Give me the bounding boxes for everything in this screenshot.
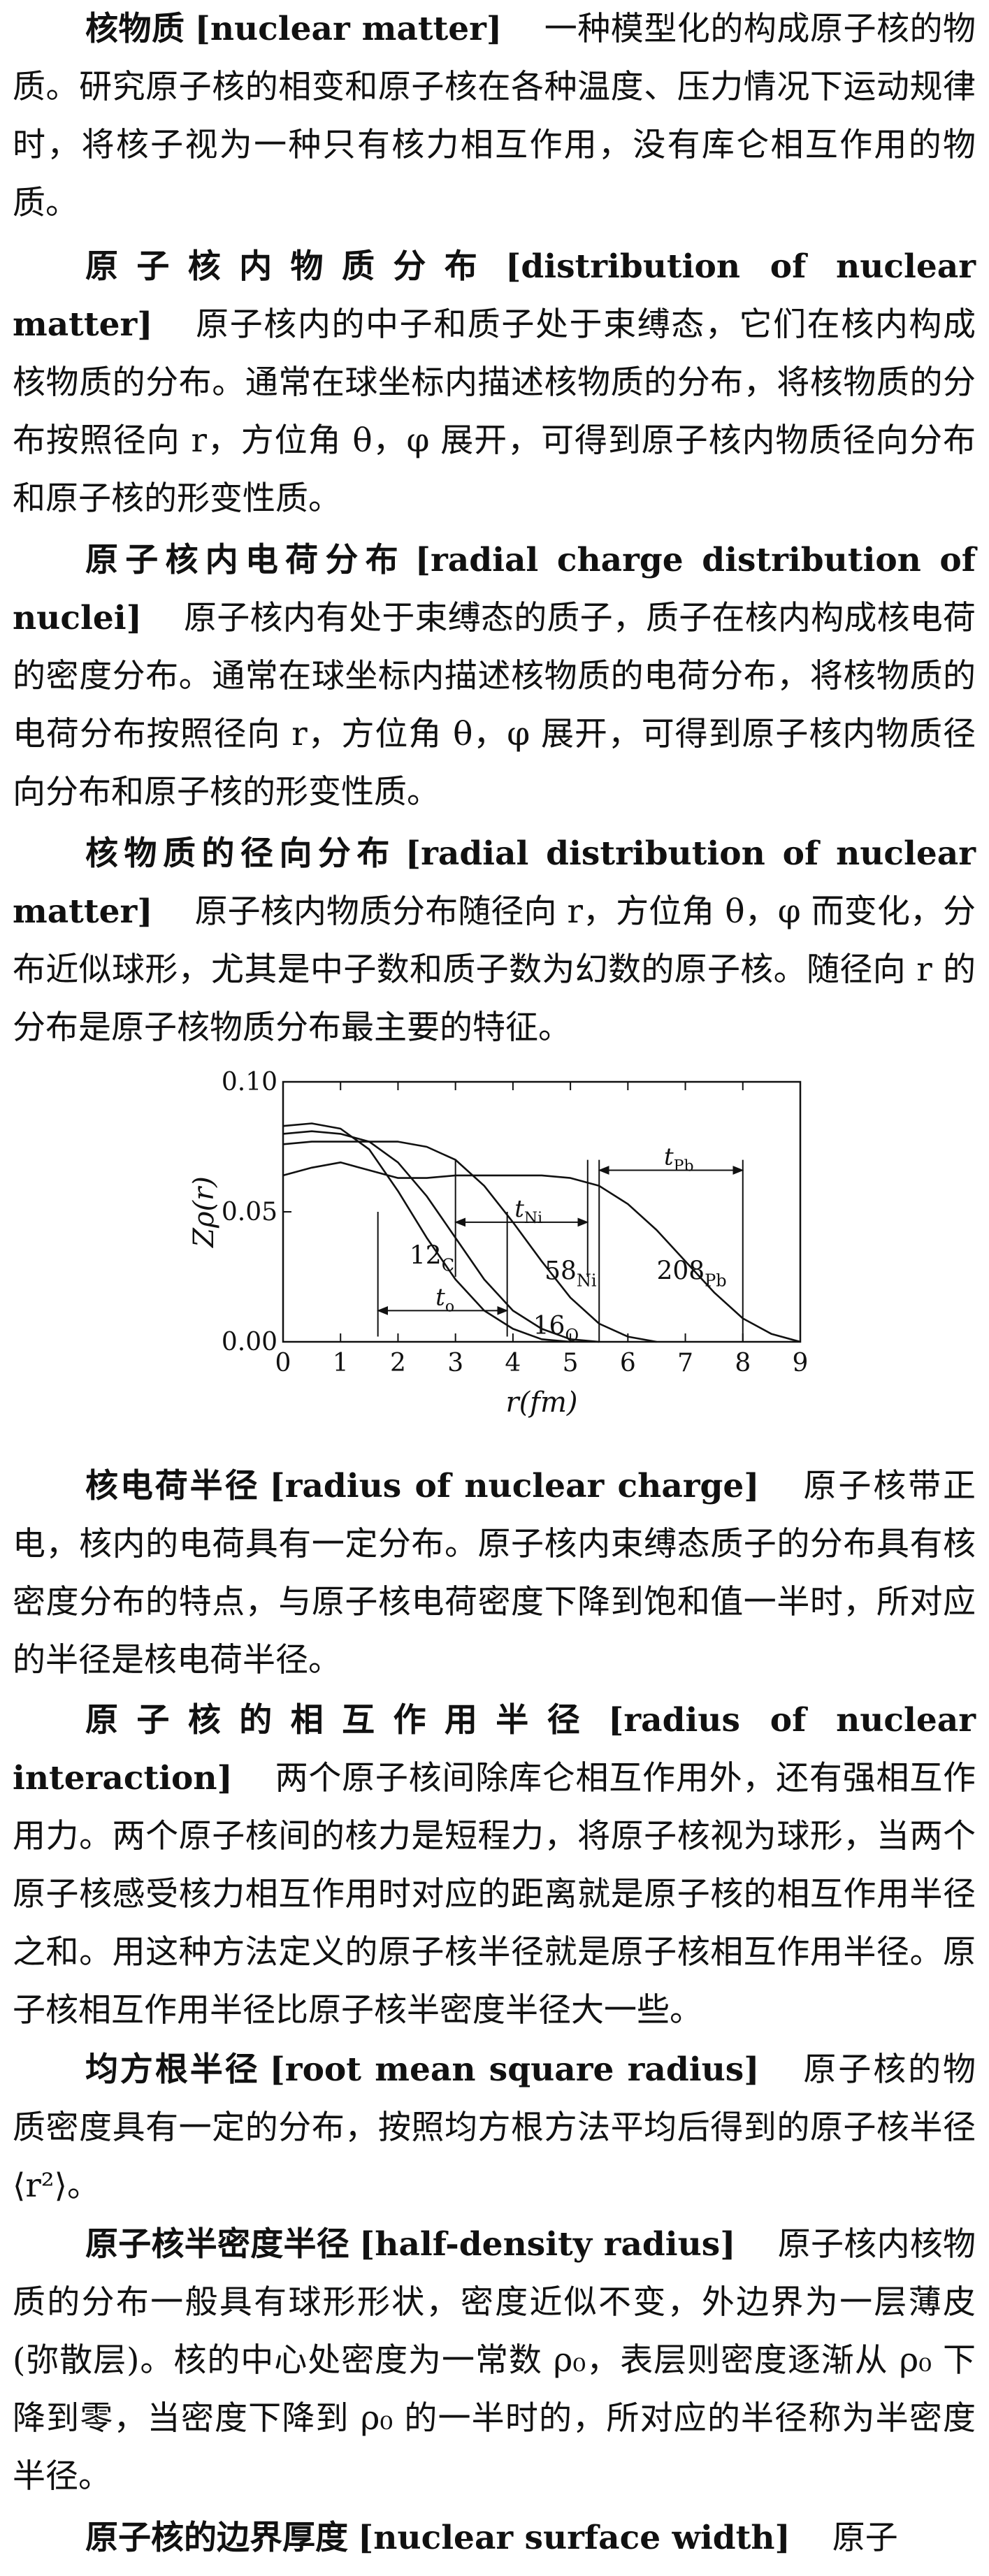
entry-body: 两个原子核间除库仑相互作用外，还有强相互作用力。两个原子核间的核力是短程力，将原… xyxy=(13,1759,976,2029)
y-tick-label: 0.05 xyxy=(222,1198,277,1227)
width-label-subscript: Ni xyxy=(524,1210,542,1227)
width-label: tPb xyxy=(664,1143,694,1175)
entry-term: 核电荷半径 xyxy=(85,1467,260,1505)
series-label-58Ni: 58Ni xyxy=(544,1257,597,1291)
series-line-58Ni xyxy=(282,1141,657,1343)
entry-english-term: [distribution of nuclear matter] xyxy=(13,247,976,344)
entry-root-mean-square-radius: 均方根半径[root mean square radius]原子核的物质密度具有… xyxy=(13,2041,976,2215)
chart-axes: 0 1 2 3 4 5 6 7 8 9 0.00 0.05 0.10 r(fm) Zρ(r) xyxy=(188,1069,808,1419)
entry-english-term: [half-density radius] xyxy=(359,2225,736,2264)
x-tick-label: 9 xyxy=(793,1349,809,1377)
width-label: tNi xyxy=(514,1195,542,1227)
entry-term: 原子核内物质分布 xyxy=(85,247,496,286)
entry-radial-distribution-nuclear-matter: 核物质的径向分布[radial distribution of nuclear … xyxy=(13,825,976,1057)
x-tick-label: 4 xyxy=(505,1349,521,1377)
entry-english-term: [radial charge distribution of nuclei] xyxy=(13,541,976,637)
entry-radius-of-nuclear-interaction: 原子核的相互作用半径[radius of nuclear interaction… xyxy=(13,1691,976,2039)
density-distribution-figure: 0 1 2 3 4 5 6 7 8 9 0.00 0.05 0.10 r(fm) Zρ(r) 12C 16O 5… xyxy=(168,1069,853,1440)
x-tick-label: 6 xyxy=(620,1349,636,1377)
entry-term: 原子核内电荷分布 xyxy=(85,541,405,579)
series-label-subscript: Ni xyxy=(577,1271,597,1291)
x-axis-label: r(fm) xyxy=(505,1387,577,1419)
chart-series xyxy=(282,1122,801,1343)
y-tick-label: 0.10 xyxy=(222,1069,277,1097)
entry-body: 原子核内核物质的分布一般具有球形形状，密度近似不变，外边界为一层薄皮 (弥散层)… xyxy=(13,2225,976,2496)
x-tick-label: 2 xyxy=(390,1349,406,1377)
width-label-subscript: o xyxy=(445,1298,454,1315)
entry-body: 原子 xyxy=(832,2519,898,2557)
series-label-subscript: C xyxy=(442,1255,454,1275)
entry-body: 原子核的物质密度具有一定的分布，按照均方根方法平均后得到的原子核半径 ⟨r²⟩。 xyxy=(13,2050,976,2205)
series-line-208Pb xyxy=(282,1162,801,1343)
entry-radius-of-nuclear-charge: 核电荷半径[radius of nuclear charge]原子核带正电，核内… xyxy=(13,1457,976,1689)
entry-english-term: [radius of nuclear charge] xyxy=(269,1467,760,1505)
series-label-subscript: O xyxy=(565,1326,579,1345)
entry-radial-charge-distribution: 原子核内电荷分布[radial charge distribution of n… xyxy=(13,531,976,821)
entry-body: 一种模型化的构成原子核的物质。研究原子核的相变和原子核在各种温度、压力情况下运动… xyxy=(13,10,976,222)
width-label-subscript: Pb xyxy=(674,1157,694,1175)
series-label-12C: 12C xyxy=(410,1241,454,1275)
entry-english-term: [root mean square radius] xyxy=(269,2050,760,2089)
chart-annotations: 12C 16O 58Ni 208Pb to tNi tPb xyxy=(377,1143,744,1345)
entry-english-term: [nuclear surface width] xyxy=(358,2519,791,2557)
width-label: to xyxy=(435,1283,454,1315)
x-tick-label: 5 xyxy=(563,1349,579,1377)
series-line-12C xyxy=(282,1122,571,1343)
x-tick-label: 7 xyxy=(677,1349,693,1377)
entry-term: 均方根半径 xyxy=(85,2050,260,2089)
density-chart: 0 1 2 3 4 5 6 7 8 9 0.00 0.05 0.10 r(fm) Zρ(r) 12C 16O 5… xyxy=(188,1069,808,1419)
x-tick-label: 0 xyxy=(275,1349,291,1377)
entry-term: 核物质的径向分布 xyxy=(85,834,396,873)
entry-nuclear-matter: 核物质[nuclear matter]一种模型化的构成原子核的物质。研究原子核的… xyxy=(13,0,976,232)
entry-half-density-radius: 原子核半密度半径[half-density radius]原子核内核物质的分布一… xyxy=(13,2215,976,2505)
entry-term: 原子核半密度半径 xyxy=(85,2225,350,2264)
entry-term: 原子核的边界厚度 xyxy=(85,2519,348,2557)
y-axis-label: Zρ(r) xyxy=(188,1176,220,1249)
entry-term: 原子核的相互作用半径 xyxy=(85,1701,599,1739)
entry-term: 核物质 xyxy=(85,10,185,48)
entry-nuclear-surface-width: 原子核的边界厚度 [nuclear surface width] 原子 xyxy=(13,2509,976,2567)
entry-body: 原子核内有处于束缚态的质子，质子在核内构成核电荷的密度分布。通常在球坐标内描述核… xyxy=(13,599,976,811)
entry-body: 原子核带正电，核内的电荷具有一定分布。原子核内束缚态质子的分布具有核密度分布的特… xyxy=(13,1467,976,1679)
entry-english-term: [radial distribution of nuclear matter] xyxy=(13,834,976,931)
x-tick-label: 8 xyxy=(735,1349,751,1377)
entry-body: 原子核内物质分布随径向 r，方位角 θ，φ 而变化，分布近似球形，尤其是中子数和… xyxy=(13,892,976,1047)
x-tick-label: 3 xyxy=(447,1349,463,1377)
y-tick-label: 0.00 xyxy=(222,1328,277,1356)
entry-english-term: [radius of nuclear interaction] xyxy=(13,1701,976,1797)
series-label-subscript: Pb xyxy=(705,1271,727,1291)
series-label-16O: 16O xyxy=(533,1312,579,1345)
entry-english-term: [nuclear matter] xyxy=(194,10,503,48)
series-label-208Pb: 208Pb xyxy=(656,1257,726,1291)
series-line-16O xyxy=(282,1130,600,1343)
x-tick-label: 1 xyxy=(333,1349,349,1377)
entry-body: 原子核内的中子和质子处于束缚态，它们在核内构成核物质的分布。通常在球坐标内描述核… xyxy=(13,305,976,518)
entry-distribution-of-nuclear-matter: 原子核内物质分布[distribution of nuclear matter]… xyxy=(13,238,976,528)
